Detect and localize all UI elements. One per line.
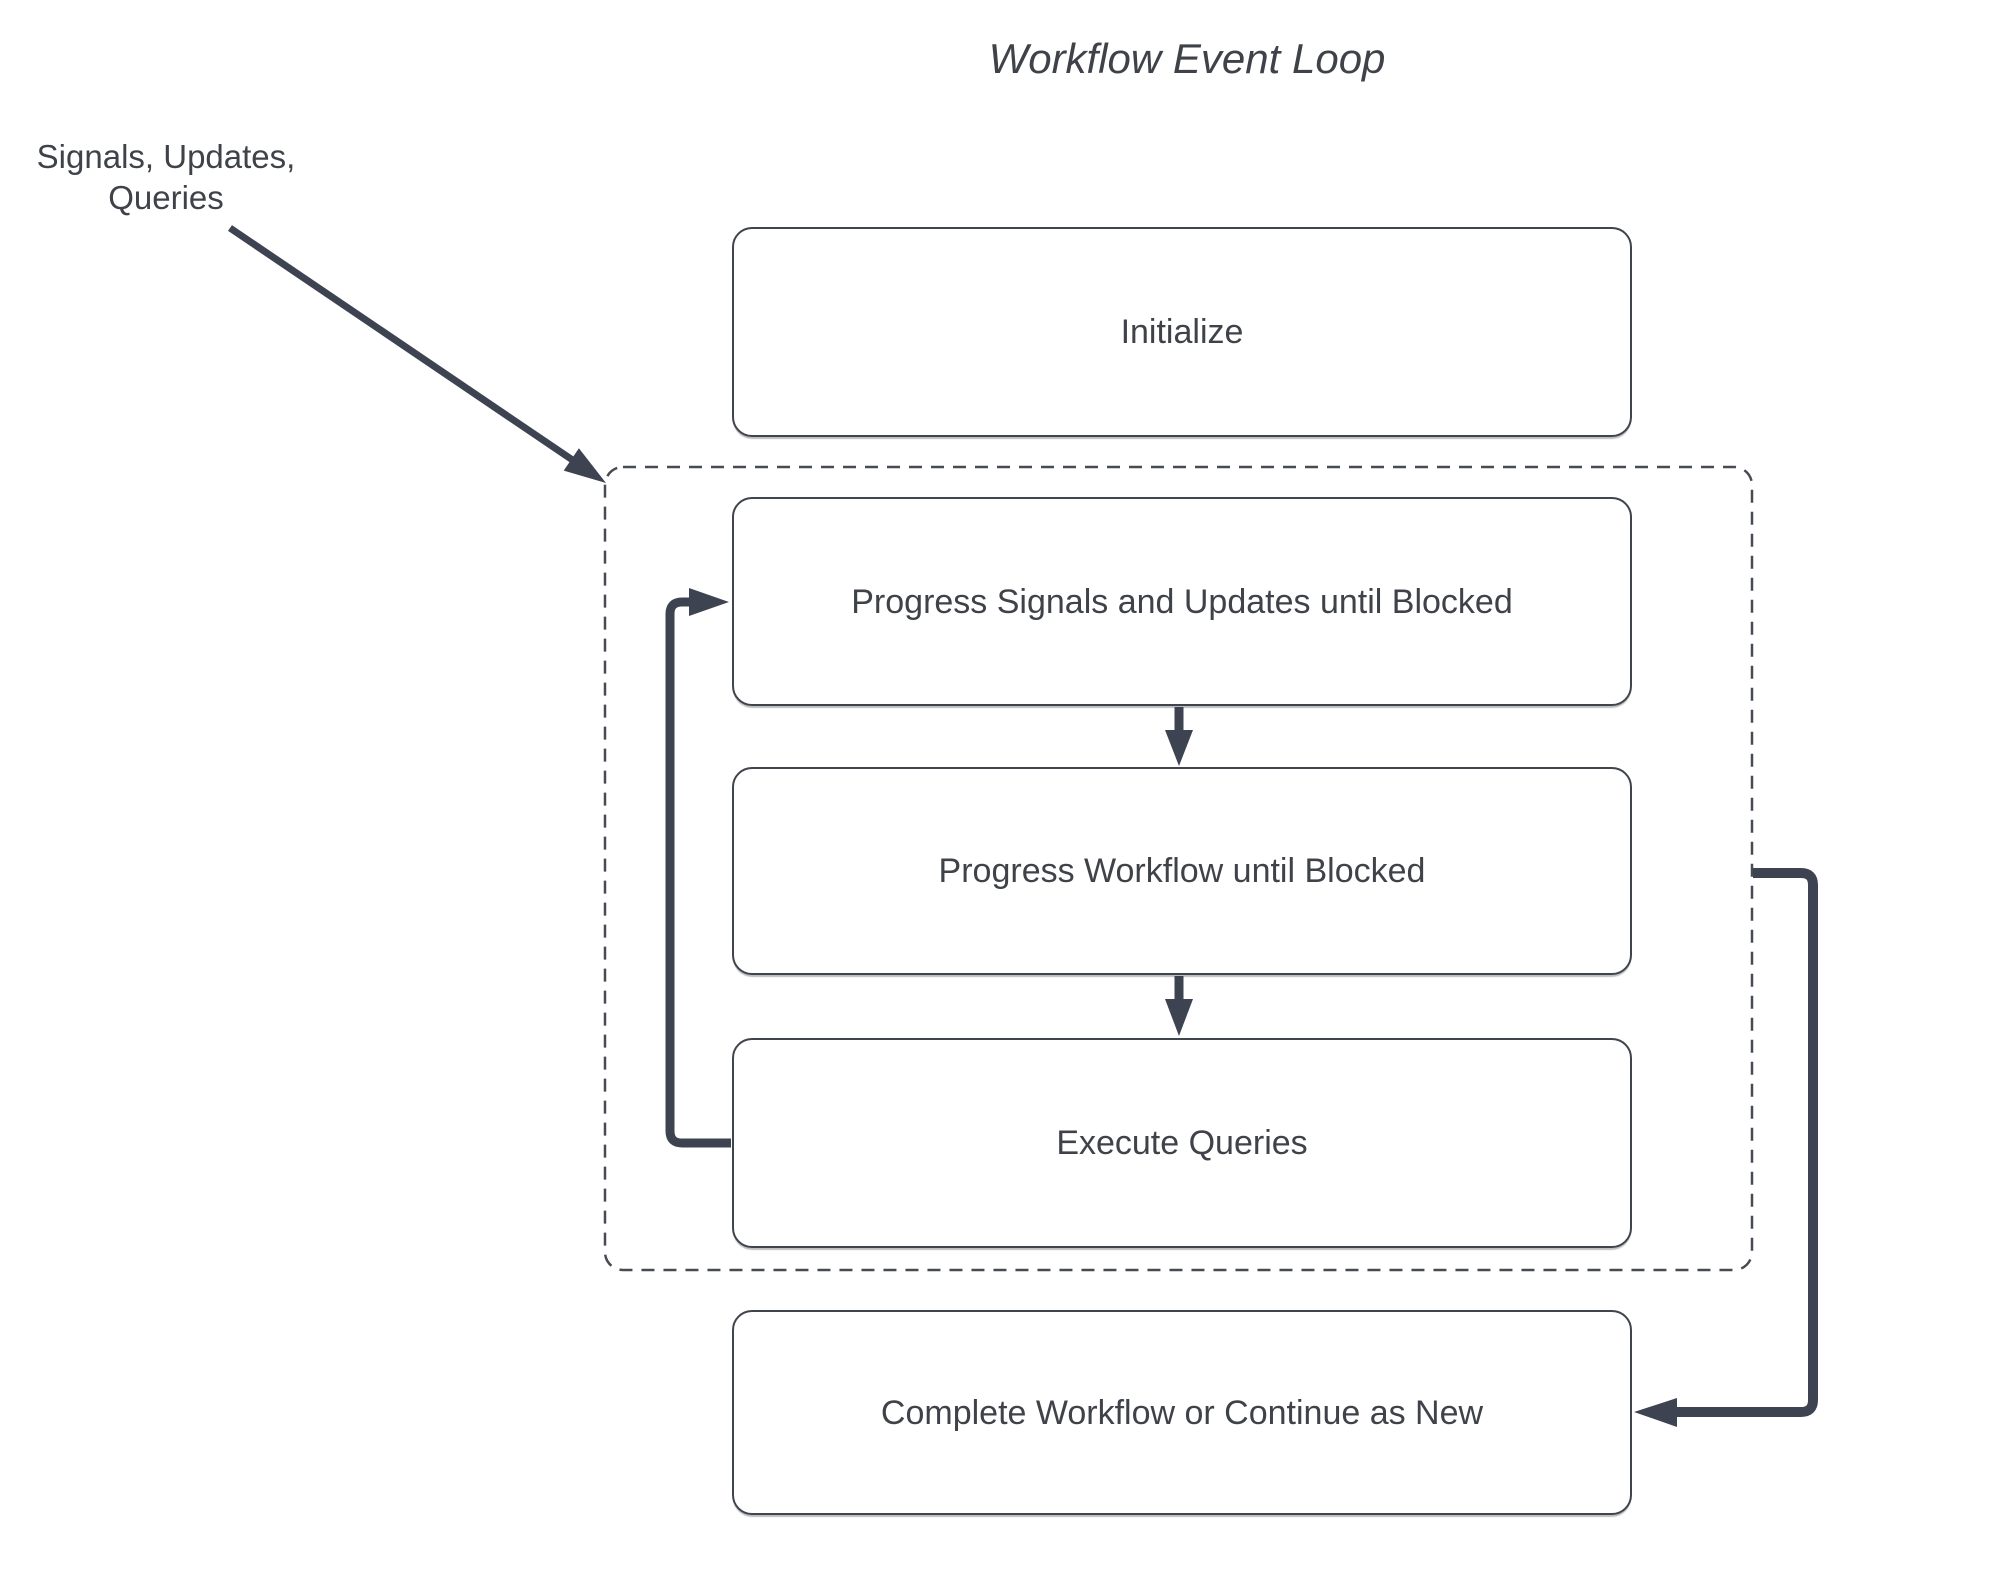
node-complete-workflow-or-continue-as-new: Complete Workflow or Continue as New: [732, 1310, 1632, 1515]
signals-updates-queries-label: Signals, Updates, Queries: [37, 136, 296, 218]
node-initialize-label: Initialize: [1120, 313, 1244, 351]
progress-signals-to-progress-workflow-arrowhead-icon: [1165, 730, 1193, 766]
signals-to-loop-line: [228, 225, 576, 464]
signals-to-loop-arrowhead-icon: [563, 448, 606, 483]
node-execute-queries: Execute Queries: [732, 1038, 1632, 1248]
node-complete-label: Complete Workflow or Continue as New: [880, 1393, 1484, 1432]
node-initialize: Initialize: [732, 227, 1632, 437]
page-title: Workflow Event Loop: [988, 35, 1386, 82]
connector-lines: [228, 225, 1818, 1417]
loop-to-complete-arrowhead-icon: [1634, 1398, 1677, 1427]
side-label-line-2: Queries: [108, 179, 224, 216]
node-progress-workflow: Progress Workflow until Blocked: [732, 767, 1632, 975]
progress-workflow-to-execute-queries-arrowhead-icon: [1165, 999, 1193, 1036]
node-progress-signals-label: Progress Signals and Updates until Block…: [851, 582, 1513, 621]
loop-to-complete-line: [1677, 868, 1818, 1417]
event-loop-group-boundary: [603, 465, 1754, 1272]
node-progress-signals-and-updates: Progress Signals and Updates until Block…: [732, 497, 1632, 706]
node-execute-queries-label: Execute Queries: [1056, 1124, 1308, 1162]
execute-queries-loop-back-line: [665, 597, 731, 1148]
loop-back-arrowhead-icon: [689, 588, 729, 616]
side-label-line-1: Signals, Updates,: [36, 138, 296, 175]
node-progress-workflow-label: Progress Workflow until Blocked: [938, 852, 1426, 890]
connector-arrowheads: [563, 448, 1677, 1427]
